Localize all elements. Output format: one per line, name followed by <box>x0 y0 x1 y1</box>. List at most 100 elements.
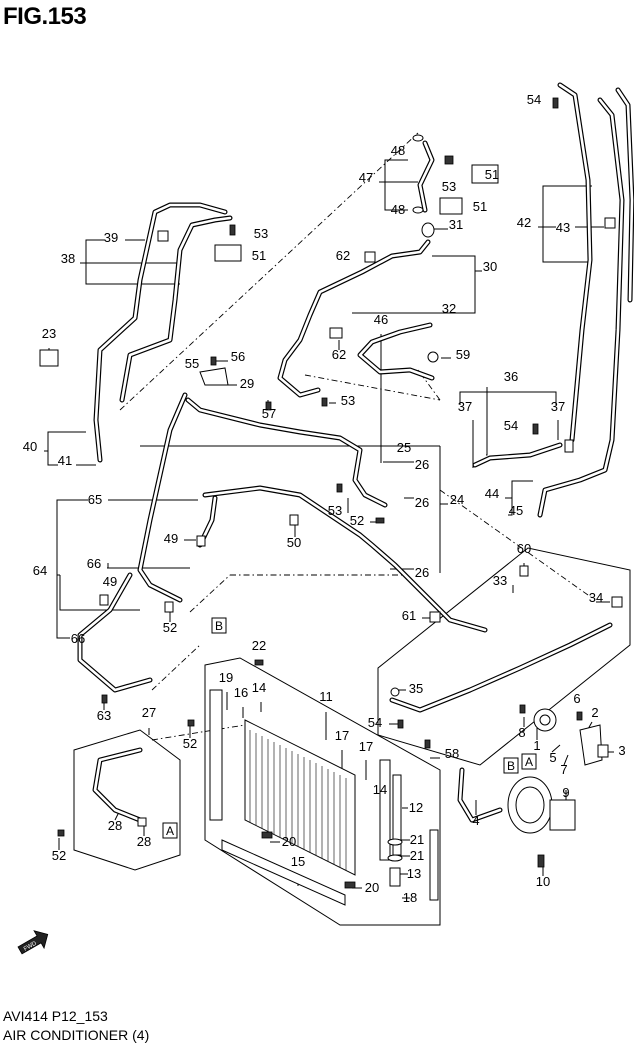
callout-c30: 30 <box>483 259 497 274</box>
callout-c26b: 26 <box>415 495 429 510</box>
callout-c6: 6 <box>573 691 580 706</box>
callout-c46: 46 <box>374 312 388 327</box>
callout-c53b: 53 <box>254 226 268 241</box>
hose-27-box <box>73 729 181 871</box>
callout-c15: 15 <box>291 854 305 869</box>
callout-c52b: 52 <box>163 620 177 635</box>
callout-c11: 11 <box>319 689 333 704</box>
callout-c10: 10 <box>536 874 550 889</box>
callout-c23: 23 <box>42 326 56 341</box>
callout-c43: 43 <box>556 220 570 235</box>
callout-c53d: 53 <box>328 503 342 518</box>
callout-c36: 36 <box>504 369 518 384</box>
ref-a2-text: A <box>525 755 533 769</box>
callout-c34: 34 <box>589 590 603 605</box>
figure-name: AIR CONDITIONER (4) <box>3 1027 150 1043</box>
condenser <box>209 689 439 906</box>
callout-c57: 57 <box>262 406 276 421</box>
callout-c18: 18 <box>403 890 417 905</box>
figure-title: FIG.153 <box>3 3 87 30</box>
callout-c2: 2 <box>591 705 598 720</box>
callout-c49b: 49 <box>103 574 117 589</box>
compressor <box>507 708 609 834</box>
assembly-boxes <box>73 547 631 926</box>
ref-b1-text: B <box>215 619 223 633</box>
callout-c29: 29 <box>240 376 254 391</box>
callout-c25: 25 <box>397 440 411 455</box>
side-bracket-19 <box>209 689 223 821</box>
callout-c62b: 62 <box>332 347 346 362</box>
callout-c40: 40 <box>23 439 37 454</box>
callout-c28: 28 <box>108 818 122 833</box>
callout-c66b: 66 <box>71 631 85 646</box>
callout-c3: 3 <box>618 743 625 758</box>
callout-c31: 31 <box>449 217 463 232</box>
callout-c20: 20 <box>282 834 296 849</box>
callout-c38: 38 <box>61 251 75 266</box>
callout-c1: 1 <box>533 738 540 753</box>
callout-c48b: 48 <box>391 202 405 217</box>
callout-c53c: 53 <box>341 393 355 408</box>
callout-c48: 48 <box>391 143 405 158</box>
callout-c14: 14 <box>252 680 266 695</box>
callout-c61: 61 <box>402 608 416 623</box>
callout-c8: 8 <box>518 725 525 740</box>
callout-c22: 22 <box>252 638 266 653</box>
callout-c32: 32 <box>442 301 456 316</box>
callout-c64: 64 <box>33 563 47 578</box>
pipe-33-box <box>377 547 631 766</box>
callout-c39: 39 <box>104 230 118 245</box>
callout-c51b: 51 <box>473 199 487 214</box>
callout-c9: 9 <box>562 785 569 800</box>
callout-c60: 60 <box>517 541 531 556</box>
callout-c56: 56 <box>231 349 245 364</box>
callout-c20b: 20 <box>365 880 379 895</box>
callout-c44: 44 <box>485 486 499 501</box>
callout-c63: 63 <box>97 708 111 723</box>
callout-c65: 65 <box>88 492 102 507</box>
callout-c37b: 37 <box>551 399 565 414</box>
callout-c47: 47 <box>359 170 373 185</box>
callout-c45: 45 <box>509 503 523 518</box>
callout-c58: 58 <box>445 746 459 761</box>
callout-c66: 66 <box>87 556 101 571</box>
callout-c55: 55 <box>185 356 199 371</box>
ref-b2: B <box>503 757 519 774</box>
ref-a1-text: A <box>166 824 174 838</box>
fwd-arrow-icon: FWD <box>17 930 49 955</box>
ref-b2-text: B <box>507 759 515 773</box>
callout-c24: 24 <box>450 492 464 507</box>
callout-c62: 62 <box>336 248 350 263</box>
relay-23 <box>39 349 59 367</box>
callout-c42: 42 <box>517 215 531 230</box>
callout-c26: 26 <box>415 457 429 472</box>
callout-c7: 7 <box>560 762 567 777</box>
ref-a2: A <box>521 753 537 770</box>
small-parts <box>39 97 623 868</box>
callout-c26c: 26 <box>415 565 429 580</box>
condenser-box <box>204 657 441 926</box>
figure-code: AVI414 P12_153 <box>3 1008 108 1024</box>
callout-c16: 16 <box>234 685 248 700</box>
callout-c5: 5 <box>549 750 556 765</box>
callout-c17: 17 <box>335 728 349 743</box>
callout-c52c: 52 <box>183 736 197 751</box>
callout-c53: 53 <box>442 179 456 194</box>
callout-c27: 27 <box>142 705 156 720</box>
callout-c50: 50 <box>287 535 301 550</box>
callout-c35: 35 <box>409 681 423 696</box>
callout-c52d: 52 <box>52 848 66 863</box>
callout-c28b: 28 <box>137 834 151 849</box>
callout-c54c: 54 <box>368 715 382 730</box>
callout-c54b: 54 <box>504 418 518 433</box>
callouts: 1234567891011121314141516171718192020212… <box>23 92 626 905</box>
callout-c59: 59 <box>456 347 470 362</box>
callout-c51: 51 <box>485 167 499 182</box>
ref-b1: B <box>211 617 227 634</box>
callout-c33: 33 <box>493 573 507 588</box>
callout-c41: 41 <box>58 453 72 468</box>
pipes <box>77 82 634 823</box>
ref-a1: A <box>162 822 178 839</box>
